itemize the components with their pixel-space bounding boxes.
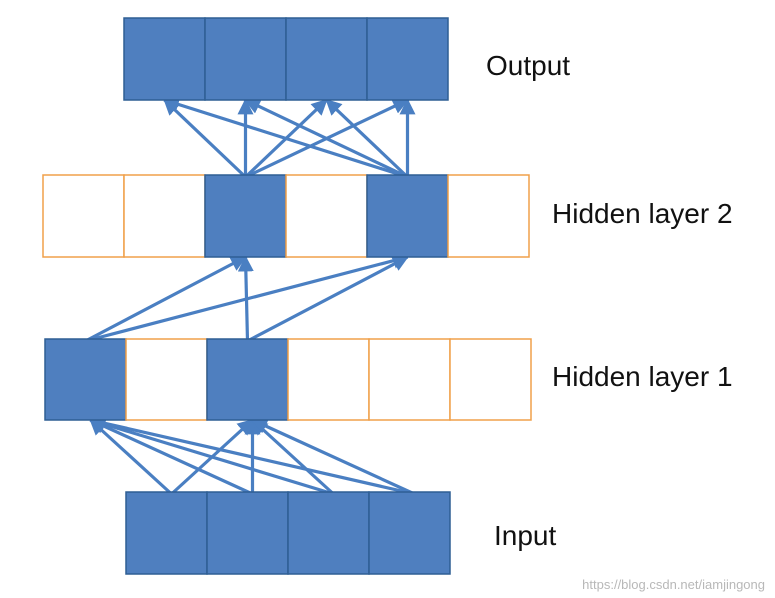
units <box>42 17 532 575</box>
arrow-input-2-to-hidden1-0 <box>88 416 334 496</box>
hidden2-unit-5-dropped <box>447 174 530 258</box>
hidden-layer-2-label: Hidden layer 2 <box>552 198 733 229</box>
connections <box>84 96 416 496</box>
input-unit-1-active <box>206 491 289 575</box>
hidden1-unit-4-dropped <box>368 338 451 421</box>
hidden1-unit-2-active <box>206 338 289 421</box>
hidden-layer-1-label: Hidden layer 1 <box>552 361 733 392</box>
hidden2-unit-3-dropped <box>285 174 368 258</box>
arrow-hidden2-4-to-output-2 <box>325 98 409 179</box>
hidden2-unit-2-active <box>204 174 287 258</box>
input-unit-0-active <box>125 491 208 575</box>
hidden1-unit-3-dropped <box>287 338 370 421</box>
input-layer-label: Input <box>494 520 557 551</box>
arrow-hidden2-2-to-output-0 <box>163 98 247 179</box>
output-unit-2-active <box>285 17 368 101</box>
watermark-text: https://blog.csdn.net/iamjingong <box>582 577 765 592</box>
hidden2-unit-1-dropped <box>123 174 206 258</box>
arrow-input-3-to-hidden1-2 <box>251 418 416 496</box>
arrow-hidden2-4-to-output-0 <box>162 96 408 179</box>
hidden2-unit-4-active <box>366 174 449 258</box>
hidden2-unit-0-dropped <box>42 174 125 258</box>
hidden1-unit-0-active <box>44 338 127 421</box>
hidden1-unit-5-dropped <box>449 338 532 421</box>
arrow-hidden1-0-to-hidden2-2 <box>84 255 247 343</box>
output-layer-label: Output <box>486 50 571 81</box>
input-unit-2-active <box>287 491 370 575</box>
arrow-hidden2-4-to-output-1 <box>244 98 409 179</box>
hidden1-unit-1-dropped <box>125 338 208 421</box>
arrow-input-1-to-hidden1-0 <box>89 418 254 496</box>
arrow-hidden1-2-to-hidden2-2 <box>237 255 254 342</box>
output-unit-0-active <box>123 17 206 101</box>
input-unit-3-active <box>368 491 451 575</box>
arrow-hidden1-2-to-hidden2-4 <box>246 255 409 343</box>
arrow-input-3-to-hidden1-0 <box>88 415 415 496</box>
output-unit-1-active <box>204 17 287 101</box>
output-unit-3-active <box>366 17 449 101</box>
